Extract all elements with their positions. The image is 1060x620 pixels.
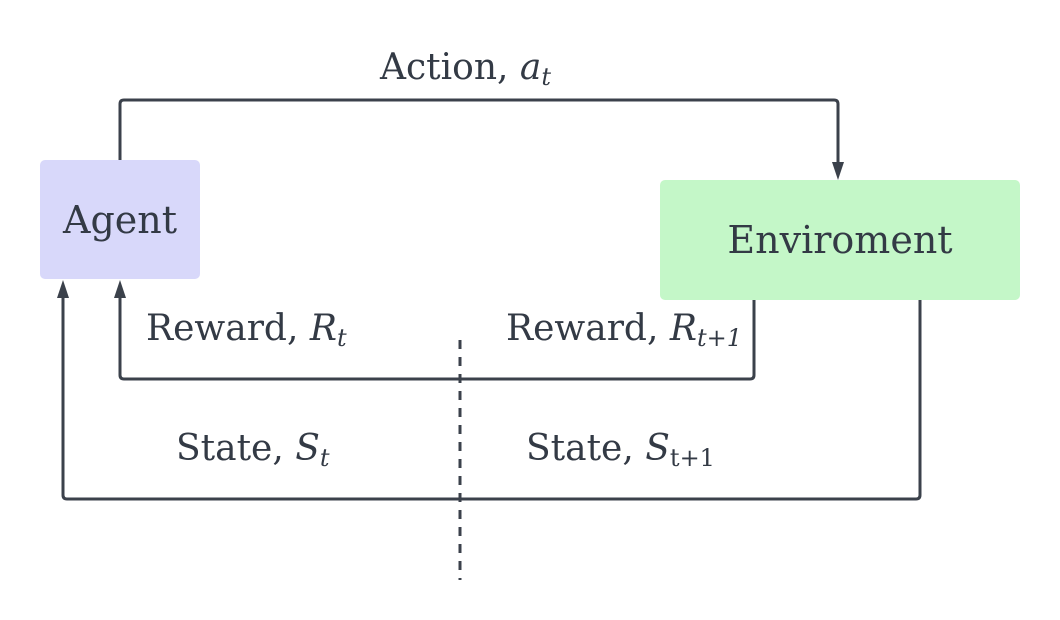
state-t-label-text: State,: [176, 428, 296, 469]
action-connector: [118, 98, 840, 166]
state-t1-label: State, St+1: [526, 428, 715, 472]
state-arrowhead-icon: [57, 280, 69, 298]
environment-node: Enviroment: [660, 180, 1020, 300]
environment-label: Enviroment: [727, 218, 953, 262]
reward-t-label: Reward, Rt: [146, 308, 347, 352]
state-t1-label-text: State,: [526, 428, 646, 469]
reward-t-subscript: t: [336, 324, 347, 352]
reward-t1-symbol: R: [669, 308, 697, 349]
agent-label: Agent: [63, 197, 177, 242]
agent-node: Agent: [40, 160, 200, 279]
state-t-subscript: t: [319, 444, 330, 472]
action-subscript: t: [541, 63, 552, 91]
action-label-text: Action,: [380, 47, 520, 88]
reward-t-symbol: R: [309, 308, 337, 349]
state-t-label: State, St: [176, 428, 330, 472]
state-connector: [61, 296, 922, 501]
reward-t1-label: Reward, Rt+1: [506, 308, 742, 352]
action-label: Action, at: [380, 47, 552, 91]
action-symbol: a: [519, 47, 542, 88]
reward-arrowhead-icon: [114, 280, 126, 298]
state-t1-subscript: t+1: [669, 444, 715, 472]
reward-connector: [118, 296, 756, 381]
state-t1-symbol: S: [645, 428, 670, 469]
state-t-symbol: S: [295, 428, 320, 469]
action-arrowhead-icon: [832, 162, 844, 180]
reward-t1-label-text: Reward,: [506, 308, 670, 349]
reward-t1-subscript: t+1: [696, 324, 742, 352]
reward-t-label-text: Reward,: [146, 308, 310, 349]
